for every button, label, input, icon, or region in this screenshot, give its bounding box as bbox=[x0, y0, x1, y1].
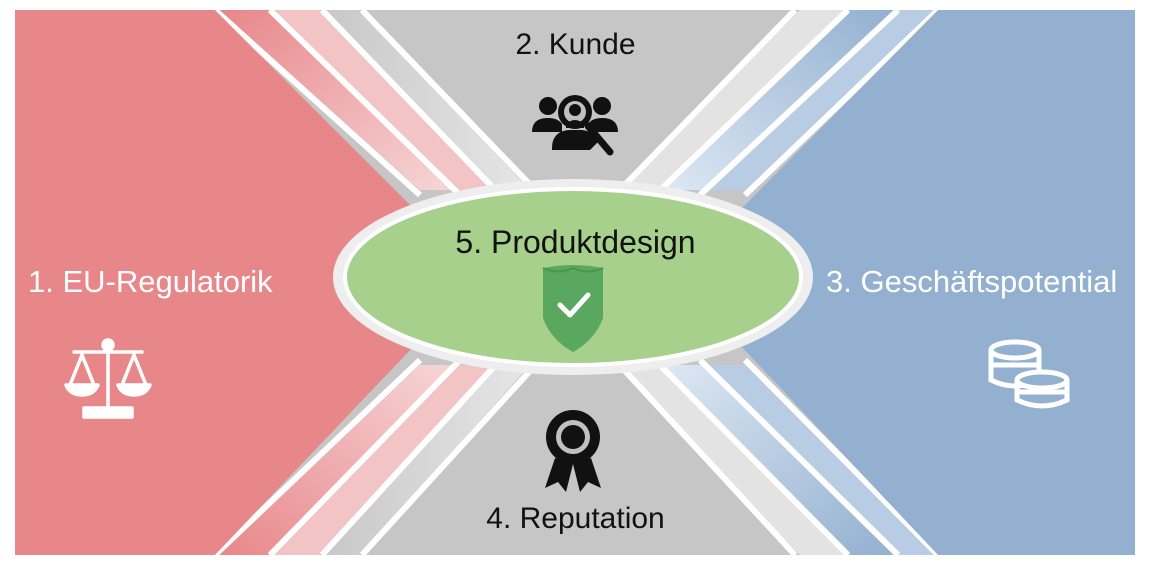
segment-label-regulation: 1. EU-Regulatorik bbox=[28, 264, 273, 299]
band-gray-lower-right bbox=[615, 365, 845, 555]
band-blue-lower-2 bbox=[710, 365, 935, 555]
segment-label-business-potential: 3. Geschäftspotential bbox=[826, 264, 1118, 299]
shield-check-icon bbox=[542, 265, 604, 352]
segment-label-customer: 2. Kunde bbox=[515, 28, 636, 61]
band-gray-upper-left bbox=[325, 10, 530, 190]
segment-label-product-design: 5. Produktdesign bbox=[455, 224, 696, 260]
band-red-upper-2 bbox=[275, 10, 500, 190]
band-red-lower-2 bbox=[275, 365, 500, 555]
band-blue-upper-1 bbox=[660, 10, 895, 190]
scales-icon bbox=[64, 338, 152, 419]
segment-right-blue bbox=[740, 10, 1135, 555]
band-gray-lower-left bbox=[325, 365, 530, 555]
band-blue-lower-1 bbox=[660, 365, 895, 555]
segment-label-reputation: 4. Reputation bbox=[486, 502, 665, 535]
band-gray-upper-right bbox=[615, 10, 845, 190]
award-ribbon-icon bbox=[545, 410, 601, 492]
band-blue-upper-2 bbox=[710, 10, 935, 190]
coins-icon bbox=[988, 339, 1070, 409]
customer-search-icon bbox=[532, 95, 618, 156]
separator-lines bbox=[212, 7, 941, 558]
